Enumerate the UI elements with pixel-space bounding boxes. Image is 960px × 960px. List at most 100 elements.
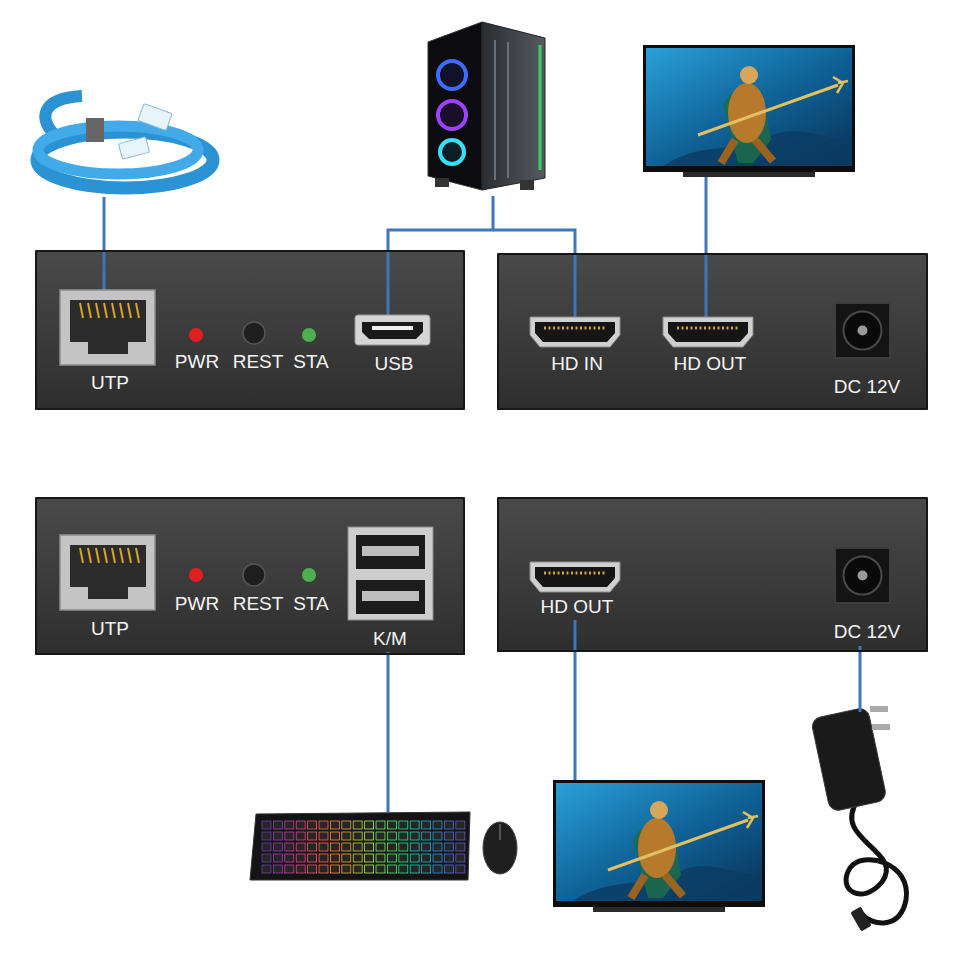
hdmi-port — [663, 317, 753, 347]
keyboard-key — [273, 843, 282, 851]
pc-rgb-strip — [539, 45, 542, 170]
port-label: PWR — [175, 593, 219, 615]
keyboard-key — [399, 854, 408, 862]
keyboard-key — [342, 854, 351, 862]
keyboard-key — [422, 821, 431, 829]
keyboard-key — [262, 821, 271, 829]
rj45-plug — [118, 137, 149, 160]
keyboard-keys — [262, 821, 465, 873]
keyboard-key — [285, 843, 294, 851]
keyboard-key — [422, 843, 431, 851]
keyboard-key — [296, 821, 305, 829]
mouse — [483, 822, 517, 874]
keyboard-key — [365, 843, 374, 851]
keyboard-key — [433, 865, 442, 873]
keyboard-key — [376, 865, 385, 873]
keyboard-key — [273, 821, 282, 829]
keyboard-key — [319, 854, 328, 862]
status-led — [302, 328, 316, 342]
network-cable — [37, 96, 213, 188]
keyboard-key — [433, 854, 442, 862]
keyboard-key — [353, 821, 362, 829]
keyboard-key — [342, 843, 351, 851]
pc-fan — [438, 61, 466, 89]
device-panel: UTPPWRRESTSTAK/M — [35, 497, 465, 655]
pc-front — [482, 22, 545, 190]
keyboard-key — [262, 832, 271, 840]
keyboard-key — [444, 821, 453, 829]
mouse-body — [483, 822, 517, 874]
port-frame — [355, 315, 430, 345]
keyboard-key — [308, 854, 317, 862]
port-label: HD OUT — [674, 353, 747, 375]
keyboard-key — [365, 832, 374, 840]
port-opening — [362, 322, 423, 339]
keyboard-key — [422, 832, 431, 840]
pc-glass-side — [428, 22, 482, 190]
keyboard-key — [296, 832, 305, 840]
power-led — [189, 568, 203, 582]
wire — [493, 230, 575, 318]
keyboard-key — [285, 865, 294, 873]
keyboard-key — [387, 843, 396, 851]
keyboard-key — [285, 821, 294, 829]
adapter-body — [811, 707, 887, 812]
port-label: DC 12V — [834, 376, 901, 398]
keyboard-key — [330, 854, 339, 862]
panel-face — [35, 497, 465, 655]
monitor — [643, 45, 855, 177]
keyboard-key — [296, 843, 305, 851]
keyboard-key — [410, 843, 419, 851]
keyboard-key — [319, 843, 328, 851]
keyboard-key — [376, 832, 385, 840]
mini-usb-port — [355, 315, 430, 345]
mouse-split — [499, 824, 501, 840]
keyboard-key — [308, 843, 317, 851]
adapter-cord — [846, 800, 906, 923]
port-label: HD OUT — [541, 596, 614, 618]
port-tongue — [362, 546, 419, 556]
reset-button — [243, 564, 265, 586]
keyboard-key — [353, 832, 362, 840]
keyboard-key — [353, 843, 362, 851]
keyboard-key — [410, 821, 419, 829]
keyboard-key — [262, 843, 271, 851]
keyboard-key — [273, 854, 282, 862]
panel-face — [497, 497, 928, 652]
keyboard-key — [308, 832, 317, 840]
port-label: REST — [233, 351, 284, 373]
port-pins — [372, 326, 413, 330]
port-label: REST — [233, 593, 284, 615]
keyboard-key — [308, 821, 317, 829]
keyboard-key — [273, 832, 282, 840]
keyboard-key — [285, 854, 294, 862]
power-adapter — [811, 706, 907, 932]
keyboard-key — [342, 832, 351, 840]
monitor — [553, 780, 765, 912]
keyboard-key — [330, 843, 339, 851]
adapter-prong — [870, 706, 888, 712]
keyboard-key — [330, 821, 339, 829]
keyboard-key — [422, 854, 431, 862]
keyboard-key — [433, 821, 442, 829]
adapter-prong — [872, 724, 890, 730]
keyboard-key — [376, 854, 385, 862]
keyboard-key — [433, 843, 442, 851]
wire — [103, 197, 106, 292]
wire — [574, 620, 577, 780]
port-label: HD IN — [551, 353, 603, 375]
keyboard-key — [410, 865, 419, 873]
keyboard-key — [308, 865, 317, 873]
keyboard-key — [456, 854, 465, 862]
pc-tower — [428, 22, 545, 190]
keyboard-key — [296, 865, 305, 873]
keyboard-key — [444, 832, 453, 840]
keyboard-key — [433, 832, 442, 840]
keyboard-key — [285, 832, 294, 840]
port-label: STA — [293, 593, 329, 615]
keyboard-key — [262, 854, 271, 862]
keyboard-key — [444, 843, 453, 851]
pc-stripe — [507, 42, 509, 178]
